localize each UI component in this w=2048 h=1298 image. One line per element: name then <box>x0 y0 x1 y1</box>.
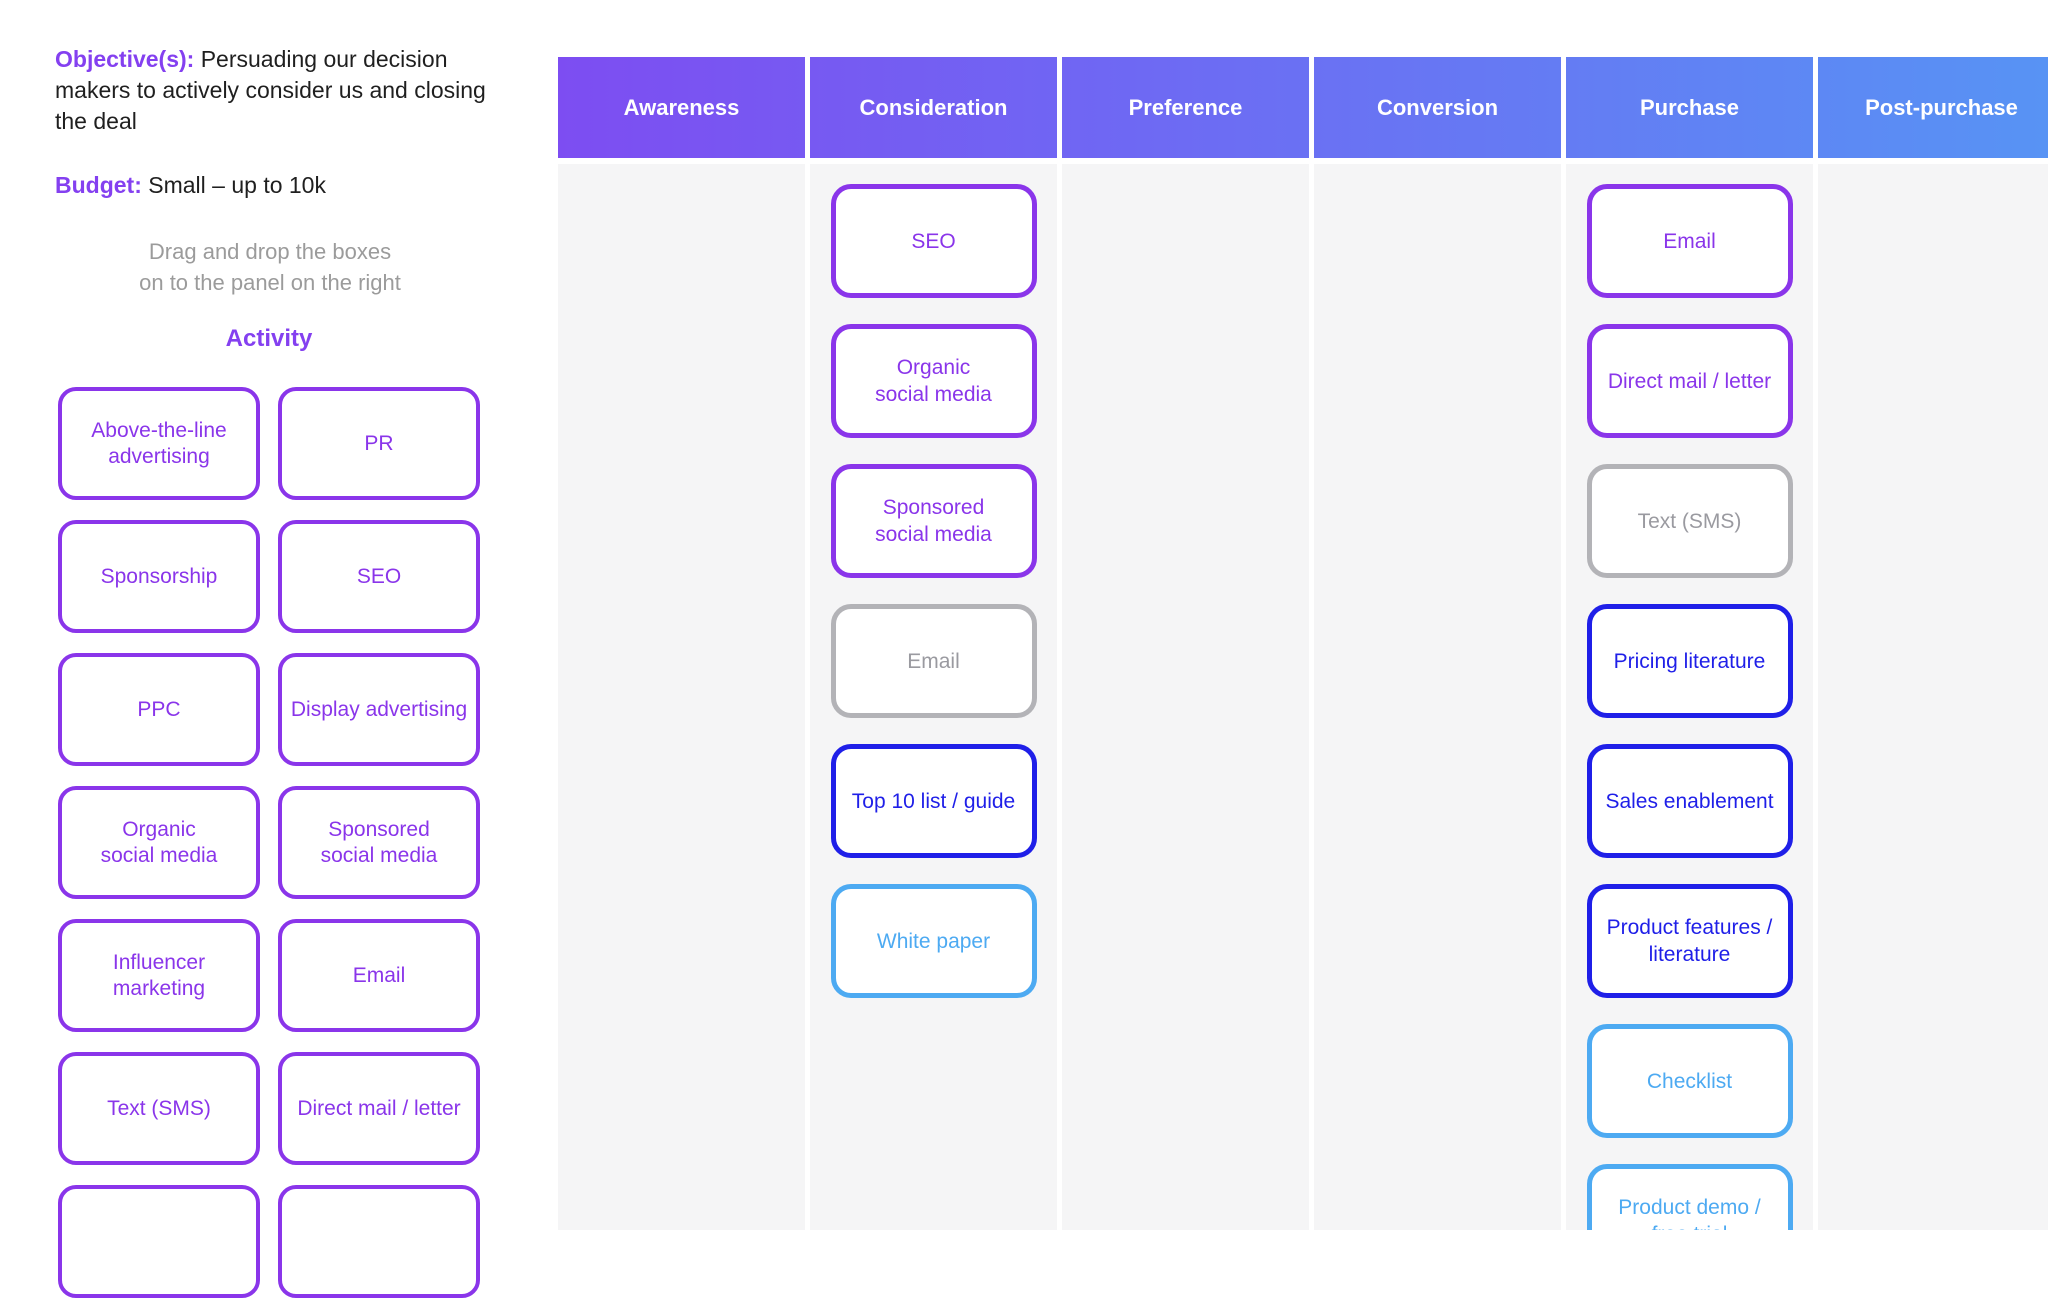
board-box-email[interactable]: Email <box>830 604 1037 718</box>
column-dropzone-conversion[interactable] <box>1314 164 1561 1230</box>
board-box-product-features-literature[interactable]: Product features / literature <box>1586 884 1793 998</box>
column-header-conversion: Conversion <box>1314 57 1561 158</box>
board-box-label: Top 10 list / guide <box>851 789 1016 813</box>
budget-text: Budget: Small – up to 10k <box>55 170 507 201</box>
board-box-label: Product demo / free trial <box>1618 1196 1761 1230</box>
board-box-top-10-list-guide[interactable]: Top 10 list / guide <box>830 744 1037 858</box>
board-box-white-paper[interactable]: White paper <box>830 884 1037 998</box>
board-box-sponsored-social-media[interactable]: Sponsored social media <box>830 464 1037 578</box>
activity-box-label: Influencer marketing <box>112 950 206 1000</box>
activity-box-label: Above-the-line advertising <box>91 418 227 468</box>
board-box-pricing-literature[interactable]: Pricing literature <box>1586 604 1793 718</box>
column-header-label: Post-purchase <box>1865 94 2018 120</box>
activity-box-label: SEO <box>356 564 402 588</box>
activity-box-label: Display advertising <box>290 697 468 721</box>
column-header-label: Awareness <box>623 94 740 120</box>
activity-box-ppc[interactable]: PPC <box>58 653 260 766</box>
board-box-product-demo-free-trial[interactable]: Product demo / free trial <box>1586 1164 1793 1230</box>
board-box-label: Sales enablement <box>1605 789 1774 813</box>
column-preference: Preference <box>1062 57 1309 1230</box>
board-box-label: Organic social media <box>875 356 992 406</box>
activity-box-label: Direct mail / letter <box>297 1096 461 1120</box>
activity-box-email[interactable]: Email <box>278 919 480 1032</box>
board-box-label: Direct mail / letter <box>1607 369 1772 393</box>
activity-box-text-sms[interactable]: Text (SMS) <box>58 1052 260 1165</box>
board-box-label: White paper <box>876 929 991 953</box>
column-dropzone-post-purchase[interactable] <box>1818 164 2048 1230</box>
objective-value: Persuading our decision makers to active… <box>55 46 486 134</box>
column-header-preference: Preference <box>1062 57 1309 158</box>
instructions-line-1: Drag and drop the boxes <box>148 239 392 264</box>
board-box-label: Text (SMS) <box>1637 509 1742 533</box>
activity-box-label: PR <box>364 431 394 455</box>
activity-box-influencer-marketing[interactable]: Influencer marketing <box>58 919 260 1032</box>
objective-label: Objective(s): <box>55 46 195 72</box>
board-box-direct-mail-letter[interactable]: Direct mail / letter <box>1586 324 1793 438</box>
board-box-organic-social-media[interactable]: Organic social media <box>830 324 1037 438</box>
activity-box-pr[interactable]: PR <box>278 387 480 500</box>
board-box-label: Pricing literature <box>1613 649 1766 673</box>
column-dropzone-preference[interactable] <box>1062 164 1309 1230</box>
board-box-label: Product features / literature <box>1606 916 1773 966</box>
column-header-purchase: Purchase <box>1566 57 1813 158</box>
column-awareness: Awareness <box>558 57 805 1230</box>
column-dropzone-awareness[interactable] <box>558 164 805 1230</box>
budget-value: Small – up to 10k <box>148 172 326 198</box>
board-box-label: Checklist <box>1646 1069 1733 1093</box>
activity-box-blank[interactable] <box>278 1185 480 1298</box>
activity-box-label: Sponsored social media <box>320 817 438 867</box>
board-box-checklist[interactable]: Checklist <box>1586 1024 1793 1138</box>
board-box-sales-enablement[interactable]: Sales enablement <box>1586 744 1793 858</box>
board-box-label: Email <box>907 649 960 673</box>
activity-box-above-the-line-advertising[interactable]: Above-the-line advertising <box>58 387 260 500</box>
activity-box-label: Text (SMS) <box>107 1096 211 1120</box>
activity-box-label: Organic social media <box>100 817 218 867</box>
activity-box-seo[interactable]: SEO <box>278 520 480 633</box>
activity-box-blank[interactable] <box>58 1185 260 1298</box>
board-box-text-sms[interactable]: Text (SMS) <box>1586 464 1793 578</box>
board-box-seo[interactable]: SEO <box>830 184 1037 298</box>
column-header-label: Purchase <box>1639 94 1740 120</box>
column-header-label: Preference <box>1128 94 1243 120</box>
column-header-awareness: Awareness <box>558 57 805 158</box>
column-header-label: Consideration <box>859 94 1008 120</box>
activity-box-direct-mail-letter[interactable]: Direct mail / letter <box>278 1052 480 1165</box>
column-post-purchase: Post-purchase <box>1818 57 2048 1230</box>
activity-box-label: PPC <box>137 697 181 721</box>
activity-box-label: Sponsorship <box>100 564 218 588</box>
board-box-email[interactable]: Email <box>1586 184 1793 298</box>
budget-label: Budget: <box>55 172 142 198</box>
drag-drop-instructions: Drag and drop the boxes on to the panel … <box>65 236 475 298</box>
column-header-post-purchase: Post-purchase <box>1818 57 2048 158</box>
activity-heading: Activity <box>225 325 313 352</box>
activity-box-organic-social-media[interactable]: Organic social media <box>58 786 260 899</box>
activity-box-display-advertising[interactable]: Display advertising <box>278 653 480 766</box>
column-conversion: Conversion <box>1314 57 1561 1230</box>
instructions-line-2: on to the panel on the right <box>139 270 401 295</box>
objective-text: Objective(s): Persuading our decision ma… <box>55 44 507 137</box>
board-box-label: SEO <box>911 229 956 253</box>
column-header-label: Conversion <box>1376 94 1499 120</box>
board-box-label: Email <box>1663 229 1716 253</box>
activity-box-label: Email <box>352 963 406 987</box>
column-header-consideration: Consideration <box>810 57 1057 158</box>
activity-box-sponsored-social-media[interactable]: Sponsored social media <box>278 786 480 899</box>
activity-box-sponsorship[interactable]: Sponsorship <box>58 520 260 633</box>
board-box-label: Sponsored social media <box>875 496 992 546</box>
